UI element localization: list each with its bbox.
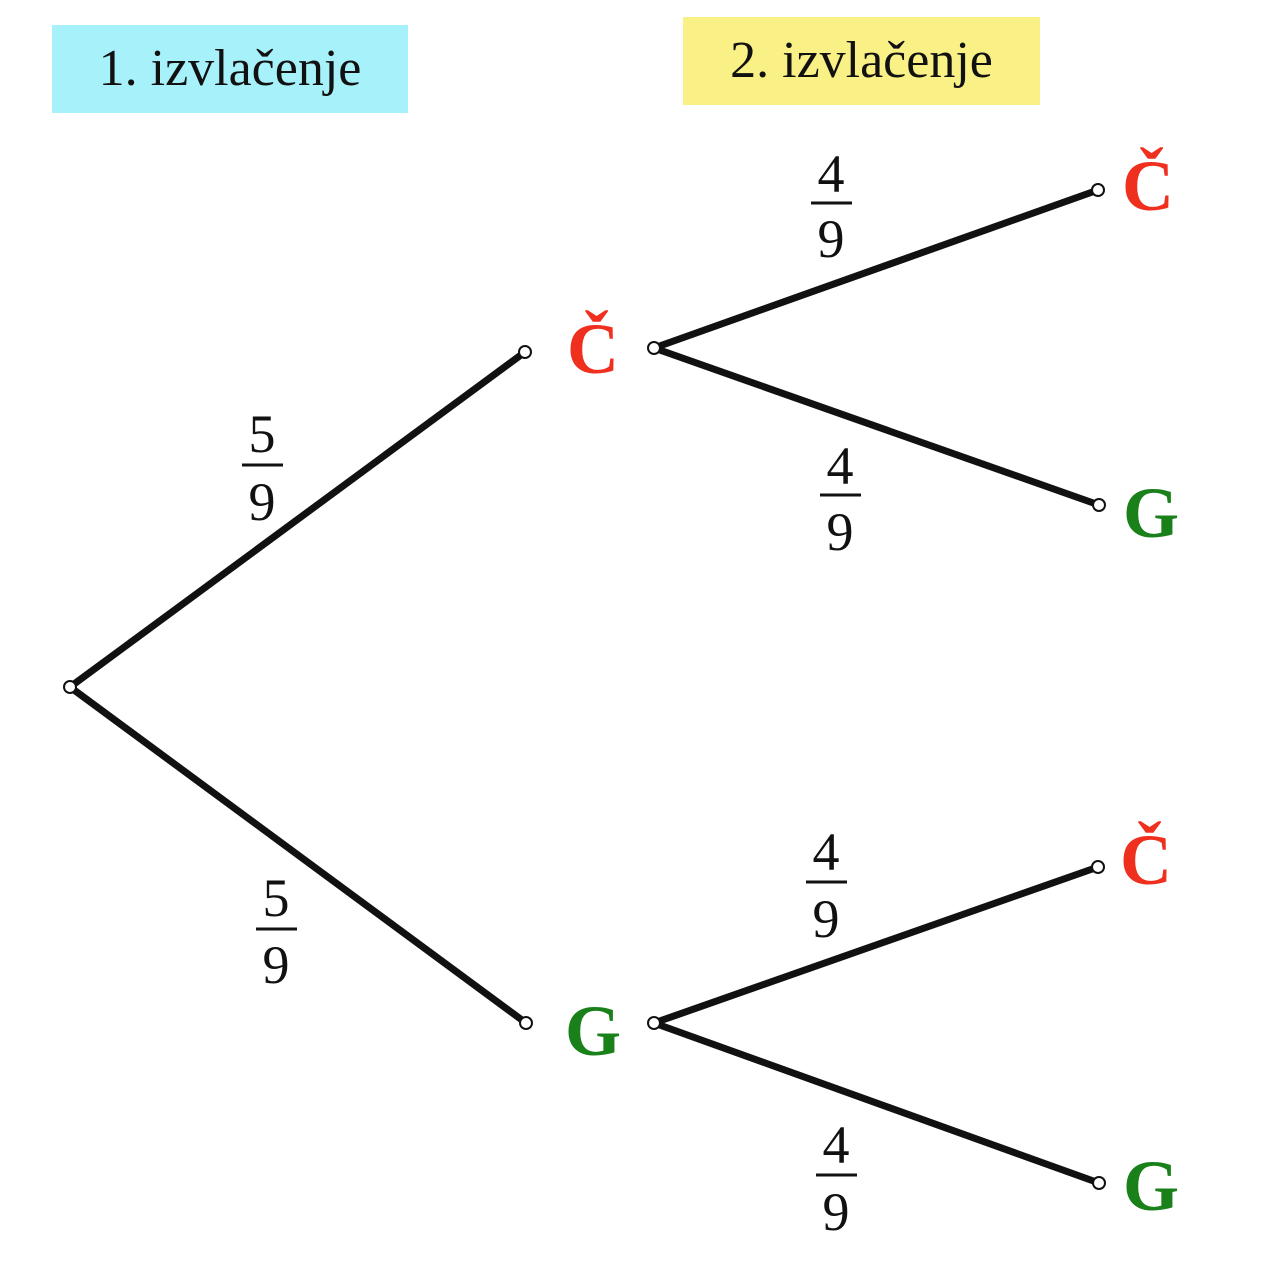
node-first-c-end [518,345,532,359]
prob-gg-denominator: 9 [823,1182,850,1242]
outcome-cc: Č [1122,146,1174,226]
edge-c-to-c [650,186,1102,352]
prob-cg-numerator: 4 [827,436,854,496]
edge-c-to-g [650,344,1103,509]
prob-first-g-numerator: 5 [263,868,290,928]
node-cc-end [1091,183,1105,197]
prob-gg-numerator: 4 [823,1115,850,1175]
prob-g-then-c: 4 9 [806,822,847,949]
outcome-gc: Č [1120,820,1172,900]
outcome-first-g: G [565,991,621,1071]
edge-g-to-g [650,1019,1103,1187]
outcome-cg: G [1123,473,1179,553]
prob-cg-denominator: 9 [827,502,854,562]
node-cg-end [1092,498,1106,512]
prob-first-g-denominator: 9 [263,935,290,995]
prob-g-then-g: 4 9 [816,1115,857,1242]
node-g-start [647,1016,661,1030]
prob-gc-denominator: 9 [813,889,840,949]
prob-c-then-g: 4 9 [820,436,861,562]
edge-g-to-c [650,863,1102,1027]
node-gg-end [1092,1176,1106,1190]
prob-first-c-denominator: 9 [249,472,276,532]
prob-first-g: 5 9 [256,868,297,995]
root-node [63,680,77,694]
prob-c-then-c: 4 9 [811,144,852,269]
outcome-gg: G [1123,1146,1179,1226]
stage-2-label: 2. izvlačenje [683,17,1040,105]
node-c-start [647,341,661,355]
node-gc-end [1091,860,1105,874]
stage-1-label: 1. izvlačenje [52,25,408,113]
prob-cc-numerator: 4 [818,144,845,204]
prob-first-c: 5 9 [242,404,283,532]
edge-root-to-g [66,683,530,1027]
node-first-g-end [519,1016,533,1030]
edge-root-to-c [66,348,529,691]
prob-first-c-numerator: 5 [249,404,276,464]
prob-gc-numerator: 4 [813,822,840,882]
outcome-first-c: Č [567,309,619,389]
prob-cc-denominator: 9 [818,209,845,269]
